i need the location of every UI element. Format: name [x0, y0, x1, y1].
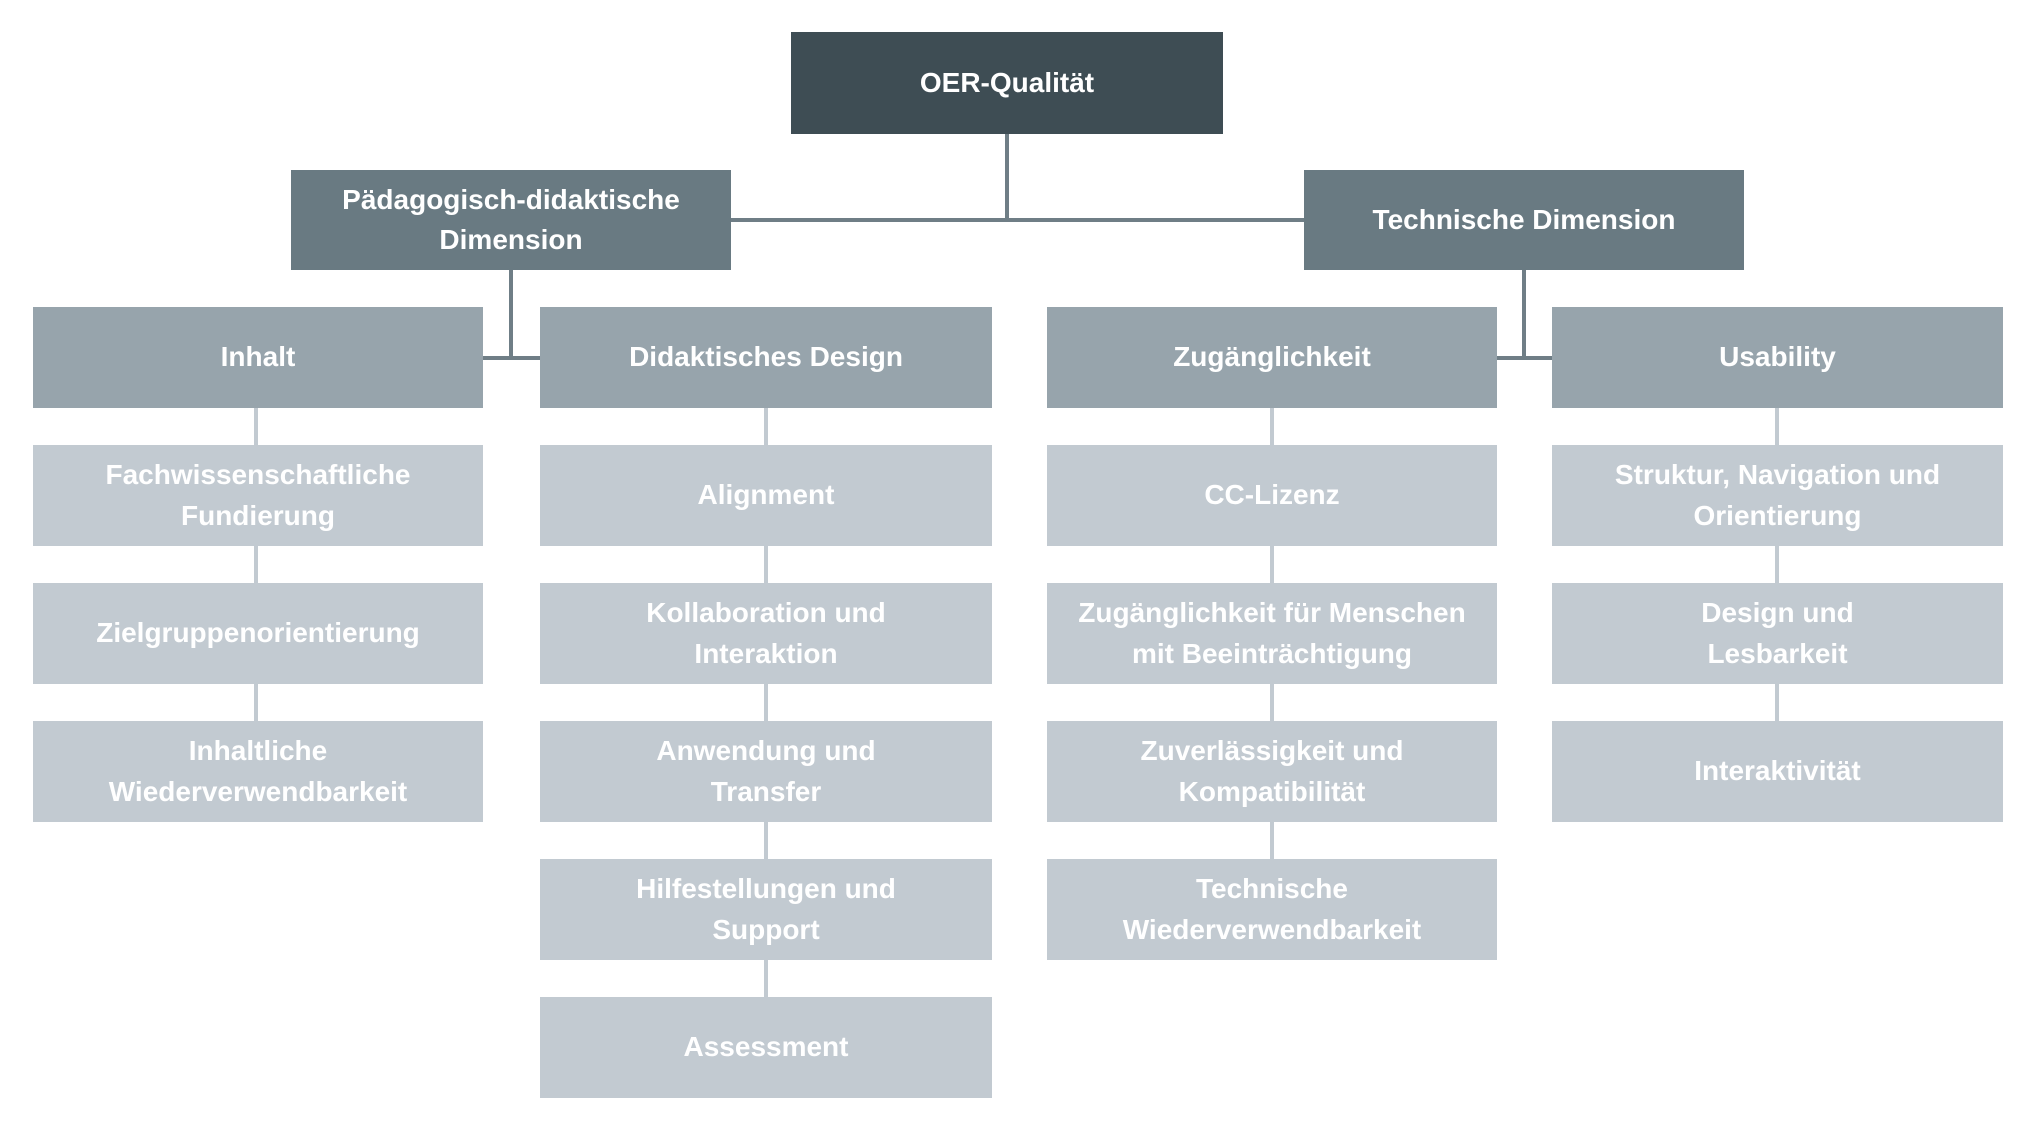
connector-paedagogisch-stub-horizontal [483, 356, 540, 360]
item-node-zugaenglichkeit-fuer-menschen: Zugänglichkeit für Menschen mit Beeinträ… [1047, 583, 1497, 684]
dimension-node-technisch: Technische Dimension [1304, 170, 1744, 270]
item-node-inhaltliche-wiederverwendbarkeit: Inhaltliche Wiederverwendbarkeit [33, 721, 483, 822]
connector-usability-item-2 [1775, 546, 1779, 583]
connector-usability-item-1 [1775, 408, 1779, 445]
item-node-assessment: Assessment [540, 997, 992, 1098]
connector-zugang-item-1 [1270, 408, 1274, 445]
item-node-zuverlaessigkeit-und-kompatibilitaet: Zuverlässigkeit und Kompatibilität [1047, 721, 1497, 822]
connector-didaktik-item-5 [764, 960, 768, 997]
item-node-interaktivitaet: Interaktivität [1552, 721, 2003, 822]
connector-root-vertical [1005, 134, 1009, 222]
dimension-node-paedagogisch-didaktisch: Pädagogisch-didaktische Dimension [291, 170, 731, 270]
category-node-didaktisches-design: Didaktisches Design [540, 307, 992, 408]
connector-inhalt-item-2 [254, 546, 258, 583]
connector-zugang-item-2 [1270, 546, 1274, 583]
connector-didaktik-item-2 [764, 546, 768, 583]
item-node-hilfestellungen-und-support: Hilfestellungen und Support [540, 859, 992, 960]
connector-didaktik-item-4 [764, 822, 768, 859]
connector-inhalt-item-1 [254, 408, 258, 445]
category-node-zugaenglichkeit: Zugänglichkeit [1047, 307, 1497, 408]
item-node-kollaboration-und-interaktion: Kollaboration und Interaktion [540, 583, 992, 684]
item-node-design-und-lesbarkeit: Design und Lesbarkeit [1552, 583, 2003, 684]
connector-dimensions-horizontal [731, 218, 1304, 222]
connector-usability-item-3 [1775, 684, 1779, 721]
item-node-fachwissenschaftliche-fundierung: Fachwissenschaftliche Fundierung [33, 445, 483, 546]
category-node-usability: Usability [1552, 307, 2003, 408]
connector-didaktik-item-1 [764, 408, 768, 445]
root-node-oer-qualitaet: OER-Qualität [791, 32, 1223, 134]
connector-technisch-stub-horizontal [1497, 356, 1552, 360]
connector-technisch-vertical [1522, 270, 1526, 360]
item-node-technische-wiederverwendbarkeit: Technische Wiederverwendbarkeit [1047, 859, 1497, 960]
connector-paedagogisch-vertical [509, 270, 513, 360]
item-node-cc-lizenz: CC-Lizenz [1047, 445, 1497, 546]
connector-inhalt-item-3 [254, 684, 258, 721]
item-node-anwendung-und-transfer: Anwendung und Transfer [540, 721, 992, 822]
connector-zugang-item-3 [1270, 684, 1274, 721]
item-node-zielgruppenorientierung: Zielgruppenorientierung [33, 583, 483, 684]
connector-didaktik-item-3 [764, 684, 768, 721]
item-node-alignment: Alignment [540, 445, 992, 546]
category-node-inhalt: Inhalt [33, 307, 483, 408]
connector-zugang-item-4 [1270, 822, 1274, 859]
item-node-struktur-navigation-orientierung: Struktur, Navigation und Orientierung [1552, 445, 2003, 546]
